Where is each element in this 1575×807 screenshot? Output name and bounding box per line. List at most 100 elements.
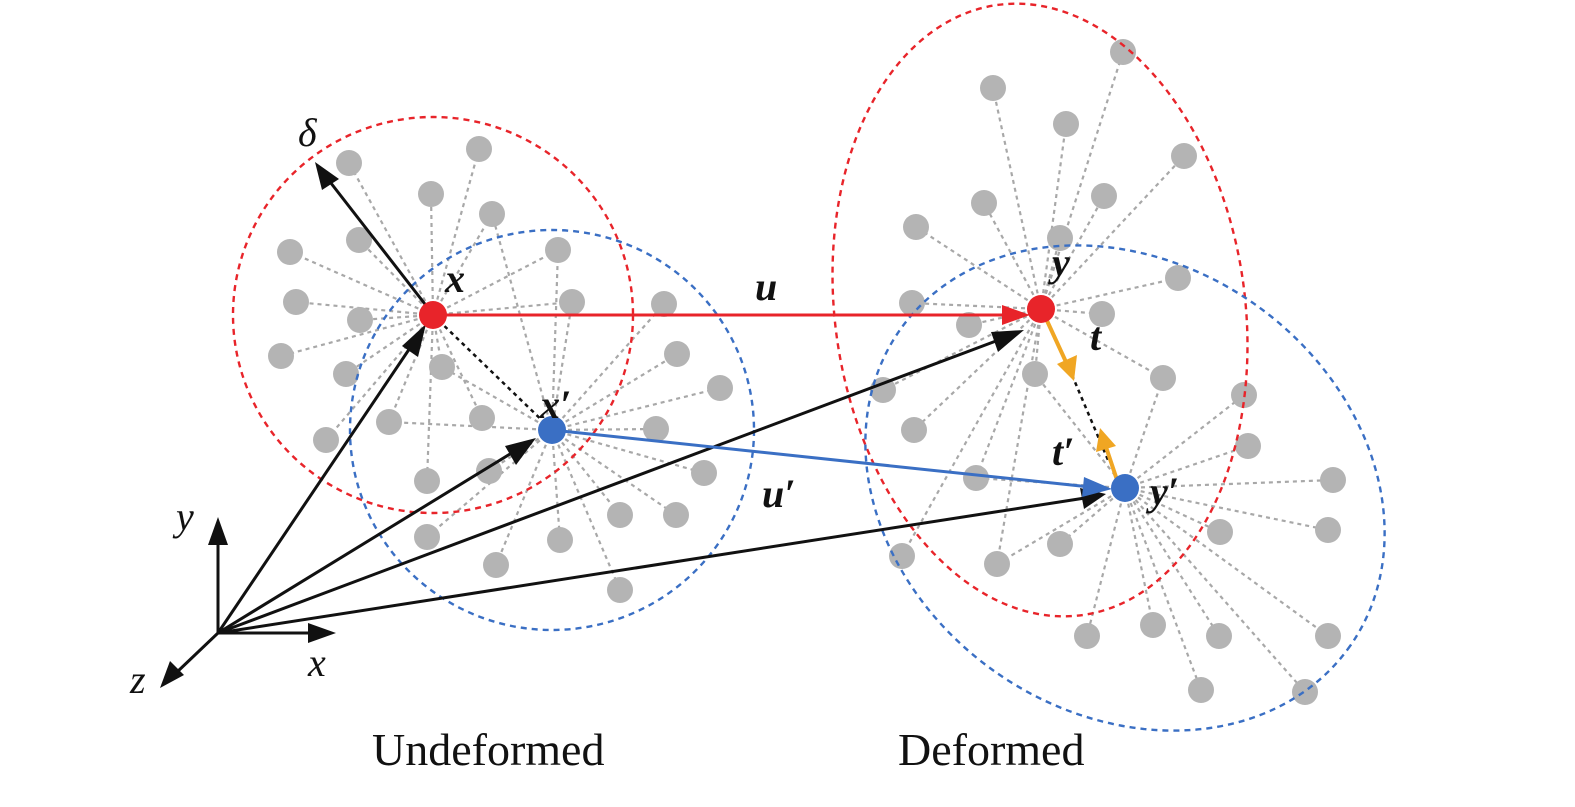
position-vector-x <box>216 341 416 634</box>
neighbor-node <box>414 524 440 550</box>
axis-z-arrowhead <box>160 661 184 688</box>
neighbor-node <box>956 312 982 338</box>
bond-line <box>1124 487 1220 637</box>
bond-line <box>550 301 574 431</box>
bond-line <box>345 314 434 375</box>
neighbor-node <box>346 227 372 253</box>
position-vector-y <box>217 336 1005 635</box>
neighbor-node <box>870 377 896 403</box>
neighbor-node <box>1140 612 1166 638</box>
neighbor-node <box>691 460 717 486</box>
neighbor-node <box>1074 623 1100 649</box>
bond-line <box>494 429 554 566</box>
neighbor-node <box>1235 433 1261 459</box>
position-vector-x-prime <box>217 452 511 635</box>
neighbor-node <box>545 237 571 263</box>
bond-line <box>551 427 657 432</box>
position-vector-x-prime-head <box>505 438 536 465</box>
bond-line <box>911 301 1042 311</box>
bond-line <box>388 420 553 432</box>
bond-line <box>1124 478 1334 490</box>
bond-line <box>289 250 434 317</box>
force-t-prime-arrowhead <box>1096 428 1116 452</box>
bond-line <box>974 308 1043 479</box>
bond-line <box>280 313 434 358</box>
neighbor-node <box>283 289 309 315</box>
horizon-y-prime-deformed <box>864 244 1386 732</box>
bond-line <box>1039 123 1068 310</box>
bond-line <box>550 429 622 591</box>
horizon-x-prime-undeformed <box>348 228 756 632</box>
neighbor-node <box>466 136 492 162</box>
neighbor-node <box>1110 39 1136 65</box>
bond-line <box>983 202 1042 310</box>
neighbor-node <box>1022 361 1048 387</box>
bond-line <box>1039 51 1125 310</box>
neighbor-node <box>1315 517 1341 543</box>
neighbor-node <box>984 551 1010 577</box>
bond-line <box>1124 487 1306 693</box>
bond-line <box>550 429 562 541</box>
point-y-prime <box>1111 474 1139 502</box>
neighbor-node <box>479 201 505 227</box>
bond-line <box>1124 444 1249 490</box>
neighbor-node <box>889 543 915 569</box>
neighbor-node <box>901 417 927 443</box>
bond-line <box>1124 487 1329 637</box>
bond-line <box>1123 487 1203 691</box>
neighbor-node <box>313 427 339 453</box>
neighbor-node <box>376 409 402 435</box>
label-x: x <box>444 256 465 301</box>
bond-line <box>425 314 435 482</box>
point-y <box>1027 295 1055 323</box>
bond-line <box>913 308 1042 431</box>
neighbor-node <box>664 341 690 367</box>
label-y: y <box>1048 240 1070 285</box>
neighbor-node <box>651 291 677 317</box>
neighbor-node <box>1320 467 1346 493</box>
neighbor-node <box>1206 623 1232 649</box>
bond-line <box>1085 487 1127 637</box>
bond-line <box>882 308 1042 391</box>
bond-x-xprime <box>432 314 553 431</box>
axis-y-arrowhead <box>208 517 228 545</box>
bond-line <box>1123 377 1165 489</box>
bond-line <box>996 487 1126 565</box>
bond-line <box>387 314 435 423</box>
neighbor-node <box>429 354 455 380</box>
bond-line <box>551 429 677 516</box>
neighbor-node <box>971 190 997 216</box>
neighbor-node <box>559 289 585 315</box>
bond-line <box>991 87 1043 310</box>
coordinate-axes <box>160 517 336 688</box>
neighbor-node <box>663 502 689 528</box>
neighbor-node <box>1165 265 1191 291</box>
bond-line <box>1124 486 1329 532</box>
neighbor-node <box>707 375 733 401</box>
neighbor-node <box>1207 519 1233 545</box>
point-x-prime <box>538 416 566 444</box>
bond-line <box>441 366 553 431</box>
label-u: u <box>755 264 777 309</box>
displacement-u-prime-line <box>551 428 1091 489</box>
caption-undeformed: Undeformed <box>372 724 604 775</box>
neighbor-node <box>607 577 633 603</box>
point-x <box>419 301 447 329</box>
horizon-radius-arrow <box>325 177 430 309</box>
neighbor-node <box>1089 301 1115 327</box>
horizon-y-deformed <box>831 2 1249 618</box>
bond-line <box>551 428 705 475</box>
neighbor-node <box>1091 183 1117 209</box>
bond-lines <box>280 51 1334 693</box>
axis-label-x: x <box>307 640 326 685</box>
neighbor-node <box>980 75 1006 101</box>
neighbor-node <box>268 343 294 369</box>
axis-label-y: y <box>172 494 194 539</box>
bond-line <box>551 386 721 432</box>
neighbor-node <box>469 405 495 431</box>
neighbor-node <box>643 416 669 442</box>
neighbor-node <box>1188 677 1214 703</box>
axis-z-line <box>174 631 220 675</box>
neighbor-node <box>483 552 509 578</box>
bond-line <box>432 300 573 317</box>
